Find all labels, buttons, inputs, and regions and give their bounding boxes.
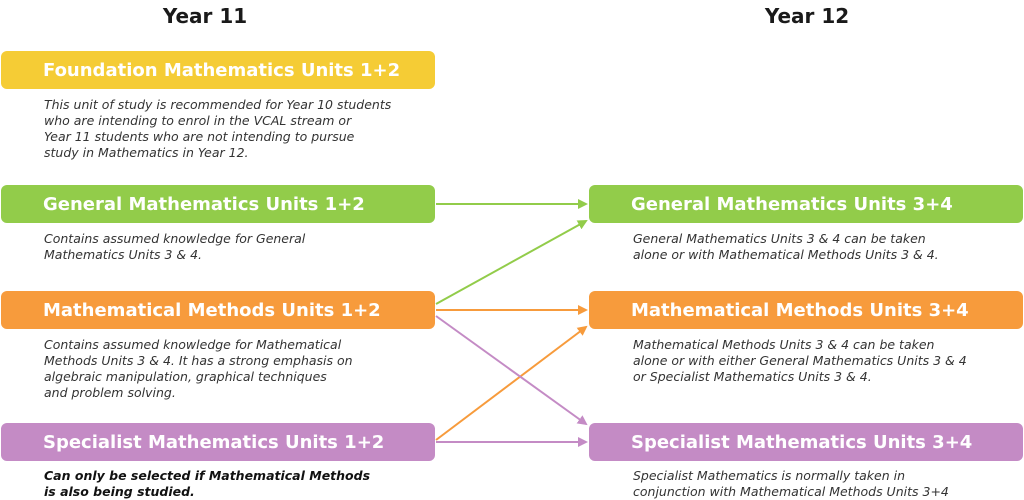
general-maths-1-2-box: General Mathematics Units 1+2 bbox=[1, 185, 435, 223]
arrow-specialist-to-methods bbox=[435, 325, 588, 441]
methods-3-4-description: Mathematical Methods Units 3 & 4 can be … bbox=[633, 337, 967, 384]
year-12-heading: Year 12 bbox=[764, 4, 850, 28]
specialist-maths-1-2-description: Can only be selected if Mathematical Met… bbox=[44, 468, 371, 499]
foundation-maths-1-2-description: This unit of study is recommended for Ye… bbox=[44, 97, 392, 160]
foundation-maths-1-2-box: Foundation Mathematics Units 1+2 bbox=[1, 51, 435, 89]
general-maths-3-4-description: General Mathematics Units 3 & 4 can be t… bbox=[633, 231, 939, 262]
general-maths-3-4-box: General Mathematics Units 3+4 bbox=[589, 185, 1023, 223]
specialist-maths-3-4-description: Specialist Mathematics is normally taken… bbox=[633, 468, 949, 499]
arrow-methods-to-general bbox=[435, 220, 588, 305]
methods-3-4-box: Mathematical Methods Units 3+4 bbox=[589, 291, 1023, 329]
methods-1-2-description: Contains assumed knowledge for Mathemati… bbox=[44, 337, 353, 400]
arrow-methods-to-specialist bbox=[435, 315, 588, 426]
year-11-heading: Year 11 bbox=[162, 4, 248, 28]
specialist-maths-3-4-box: Specialist Mathematics Units 3+4 bbox=[589, 423, 1023, 461]
specialist-maths-1-2-box: Specialist Mathematics Units 1+2 bbox=[1, 423, 435, 461]
general-maths-1-2-description: Contains assumed knowledge for General M… bbox=[44, 231, 306, 262]
methods-1-2-box: Mathematical Methods Units 1+2 bbox=[1, 291, 435, 329]
